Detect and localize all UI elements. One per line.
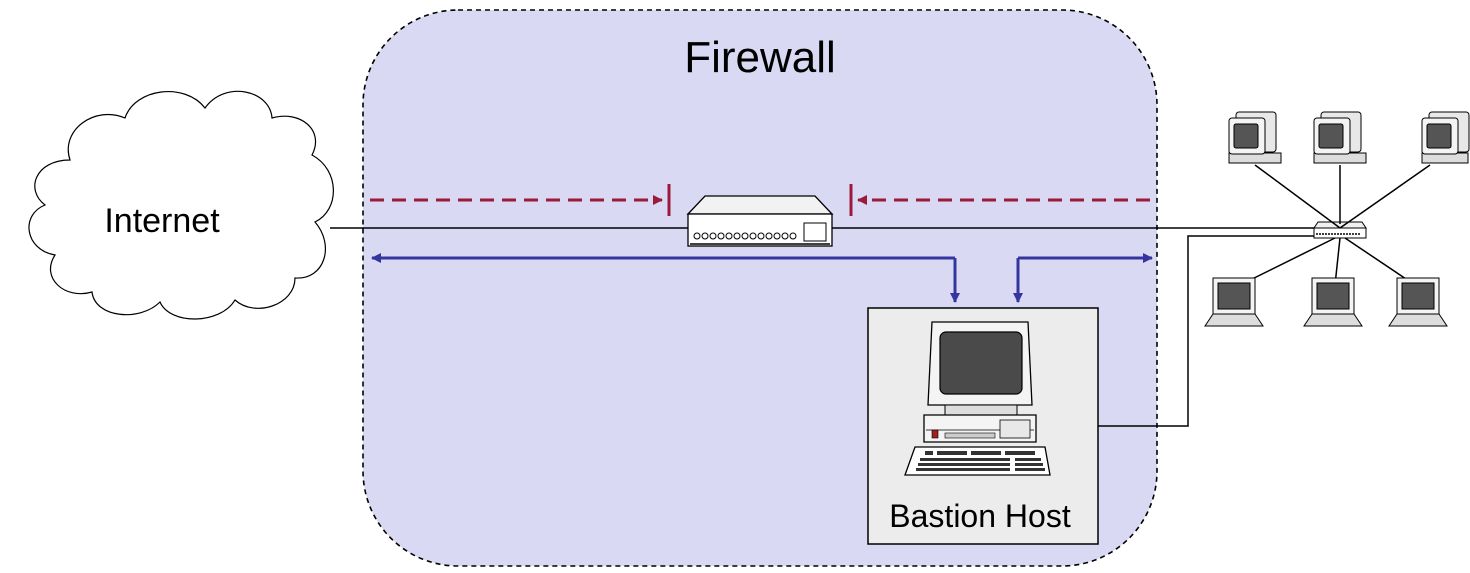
network-hub-icon	[1313, 221, 1367, 239]
allowed-traffic-internet-bastion	[371, 253, 960, 303]
bastion-host-label: Bastion Host	[889, 498, 1071, 534]
allowed-traffic-bastion-internal	[1013, 253, 1153, 303]
internet-label: Internet	[104, 202, 220, 240]
desktop-computer-icon	[904, 321, 1051, 476]
laptop-icon	[1303, 277, 1363, 327]
firewall-label: Firewall	[684, 33, 836, 82]
router-icon	[686, 195, 834, 247]
blocked-traffic-right	[849, 184, 1150, 216]
network-cable-bastion-hub	[1098, 235, 1315, 427]
workstation-icon	[1313, 111, 1367, 164]
hub-spokes	[1239, 164, 1431, 286]
workstation-icon	[1228, 111, 1282, 164]
cloud-icon	[28, 90, 334, 320]
workstation-icon	[1421, 111, 1470, 164]
blocked-traffic-left	[370, 184, 671, 216]
laptop-icon	[1204, 277, 1264, 327]
laptop-icon	[1388, 277, 1448, 327]
